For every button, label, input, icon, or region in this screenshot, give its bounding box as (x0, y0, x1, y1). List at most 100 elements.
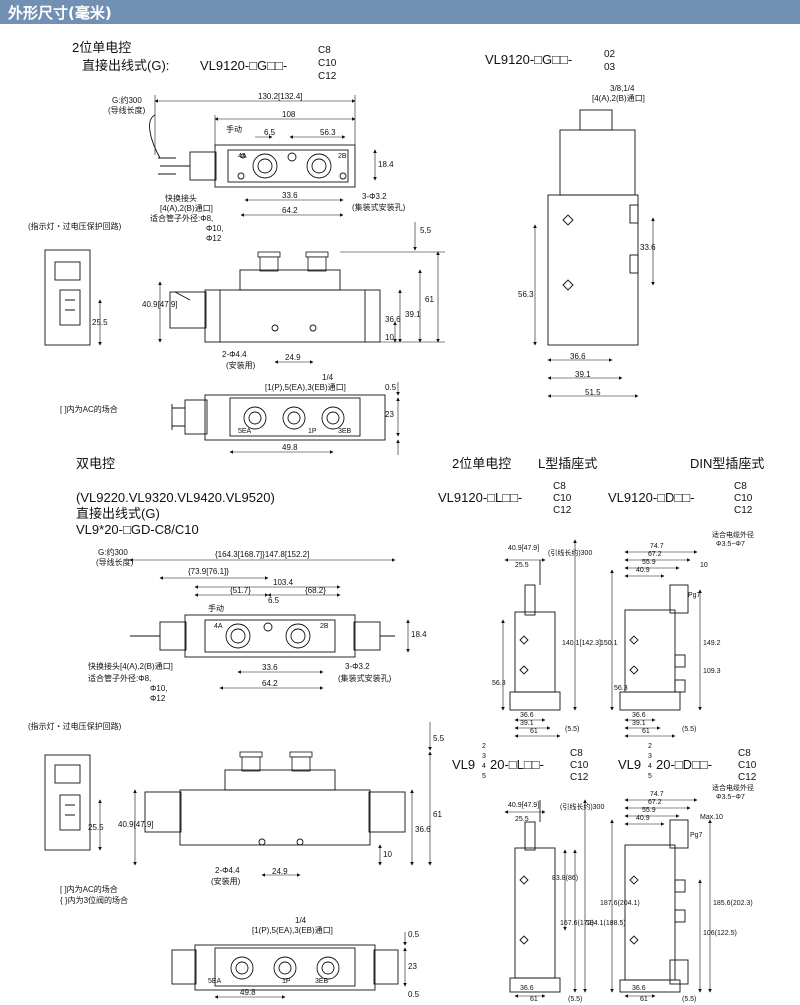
s1-dim-18: 33.6 (640, 243, 656, 252)
s3-d-dim-3: 40.9 (636, 567, 650, 574)
s2-dim-11: 25.5 (88, 823, 104, 832)
s4-din-type-view (619, 819, 689, 993)
s1-opt-2: C12 (318, 71, 337, 82)
s4-l-num-3: 5 (482, 773, 486, 780)
s3-model-l: VL9120-□L□□- (438, 490, 523, 505)
s1-mount-1: (安装用) (226, 361, 256, 370)
s4-cable-1: Φ3.5~Φ7 (716, 794, 745, 801)
s2-quick-0: 快换接头[4(A),2(B)通口] (88, 662, 173, 671)
s2-port-5ea: 5EA (208, 978, 222, 985)
s2-title: 双电控 (76, 456, 116, 471)
s1-quick-2: 适合管子外径:Φ8, (150, 214, 214, 223)
s2-hole-0: 3-Φ3.2 (345, 662, 370, 671)
s1-lead-0: G:约300 (112, 96, 142, 105)
s2-note-0: [ ]内为AC的场合 (60, 885, 118, 894)
s4-d-dim-11: (5.5) (682, 996, 697, 1003)
s2-front-view (144, 751, 406, 846)
s3-d-dim-6: 150.1 (600, 640, 618, 647)
s2-quick-2: Φ10, (150, 684, 168, 693)
s4-d-num-0: 2 (648, 743, 652, 750)
s3-d-dim-2: 55.9 (642, 559, 656, 566)
s1-hole-0: 3-Φ3.2 (362, 192, 387, 201)
s1-dim-2: 6.5 (264, 128, 276, 137)
s1-port-4a: 4A (238, 153, 247, 160)
s3-l-dim-3: 56.3 (492, 680, 506, 687)
s1-dim-13: 10 (385, 333, 394, 342)
s2-bottom-view (171, 944, 399, 991)
s4-d-dim-6: 187.6(204.1) (600, 900, 640, 907)
s2-dim-18: 49.8 (240, 988, 256, 997)
s1-opt2-0: 02 (604, 49, 616, 60)
s1-dim-15: 23 (385, 410, 394, 419)
s2-dim-8: 64.2 (262, 679, 278, 688)
s1-bottom-view (171, 394, 386, 441)
s4-l-opt-2: C12 (570, 772, 589, 783)
s4-d-dim-10: 61 (640, 996, 648, 1003)
s1-port-1p: 1P (308, 428, 317, 435)
s4-l-num-1: 3 (482, 753, 486, 760)
s1-port-3eb: 3EB (338, 428, 352, 435)
s4-d-dim-1: 67.2 (648, 799, 662, 806)
s4-d-opt-1: C10 (738, 760, 757, 771)
s3-d-opt-1: C10 (734, 493, 753, 504)
s3-l-opt-1: C10 (553, 493, 572, 504)
s1-right-view (547, 109, 639, 346)
s4-l-dim-7: (5.5) (568, 996, 583, 1003)
s1-dim-16: 0.5 (385, 383, 397, 392)
s2-dim-13: 61 (433, 810, 442, 819)
s3-l-dim-5: 39.1 (520, 720, 534, 727)
s3-cable-1: Φ3.5~Φ7 (716, 541, 745, 548)
s3-d-dim-12: 61 (642, 728, 650, 735)
s4-d-num-1: 3 (648, 753, 652, 760)
s1-port-2b: 2B (338, 153, 347, 160)
s2-dim-16: 0.5 (408, 930, 420, 939)
s3-l-lead: (引线长约)300 (548, 550, 593, 557)
s2-model: VL9*20-□GD-C8/C10 (76, 522, 199, 537)
s1-indicator: (指示灯・过电压保护回路) (28, 222, 122, 231)
s2-series: (VL9220.VL9320.VL9420.VL9520) (76, 490, 275, 505)
s4-l-opt-1: C10 (570, 760, 589, 771)
s4-d-dim-0: 74.7 (650, 791, 664, 798)
s2-port-top-0: 1/4 (295, 916, 307, 925)
s2-dim-9: 5.5 (433, 734, 445, 743)
s3-d-dim-8: 109.3 (703, 668, 721, 675)
s4-l-dim-4: 184.1(188.5) (586, 920, 626, 927)
s2-indicator: (指示灯・过电压保护回路) (28, 722, 122, 731)
s3-d-dim-9: 56.3 (614, 685, 628, 692)
s1-side-indicator (44, 249, 91, 346)
s3-din-type: DIN型插座式 (690, 456, 765, 471)
s2-dim-17: 23 (408, 962, 417, 971)
s4-d-dim-3: 40.9 (636, 815, 650, 822)
s1-title: 2位单电控 (72, 40, 132, 55)
s1-opt-0: C8 (318, 45, 331, 56)
s1-lead-1: (导线长度) (108, 106, 146, 115)
s2-dim-6: 18.4 (411, 630, 427, 639)
s3-din-type-view (619, 584, 689, 711)
s1-model2: VL9120-□G□□- (485, 52, 573, 67)
s2-dim-2: 103.4 (273, 578, 294, 587)
s3-l-dim-0: 40.9[47.9] (508, 545, 540, 552)
s3-l-type: L型插座式 (538, 456, 598, 471)
s1-dim-17: 49.8 (282, 443, 298, 452)
s2-dim-14: 10 (383, 850, 392, 859)
s1-dim-9: 25.5 (92, 318, 108, 327)
s1-dim-4: 18.4 (378, 160, 394, 169)
s2-dim-10: 40.9[47.9] (118, 820, 154, 829)
s1-port-top-1: [1(P),5(EA),3(EB)通口] (265, 383, 346, 392)
section-title: 外形尺寸(毫米) (8, 4, 112, 22)
s1-port-top-0: 1/4 (322, 373, 334, 382)
s4-d-dim-2: 55.9 (642, 807, 656, 814)
s4-d-dim-7: 106(122.5) (703, 930, 737, 937)
s1-top-view (149, 114, 356, 188)
s3-d-dim-10: 36.6 (632, 712, 646, 719)
s3-title: 2位单电控 (452, 456, 512, 471)
s4-d-dim-8: 185.6(202.3) (713, 900, 753, 907)
s4-d-dim-5: Pg7 (690, 832, 703, 839)
s1-opt2-1: 03 (604, 62, 616, 73)
s1-port-5ea: 5EA (238, 428, 252, 435)
s3-d-opt-0: C8 (734, 481, 747, 492)
s2-quick-1: 适合管子外径:Φ8, (88, 674, 152, 683)
s3-l-dim-6: 61 (530, 728, 538, 735)
s2-dim-0: {164.3[168.7]}147.8[152.2] (215, 550, 310, 559)
